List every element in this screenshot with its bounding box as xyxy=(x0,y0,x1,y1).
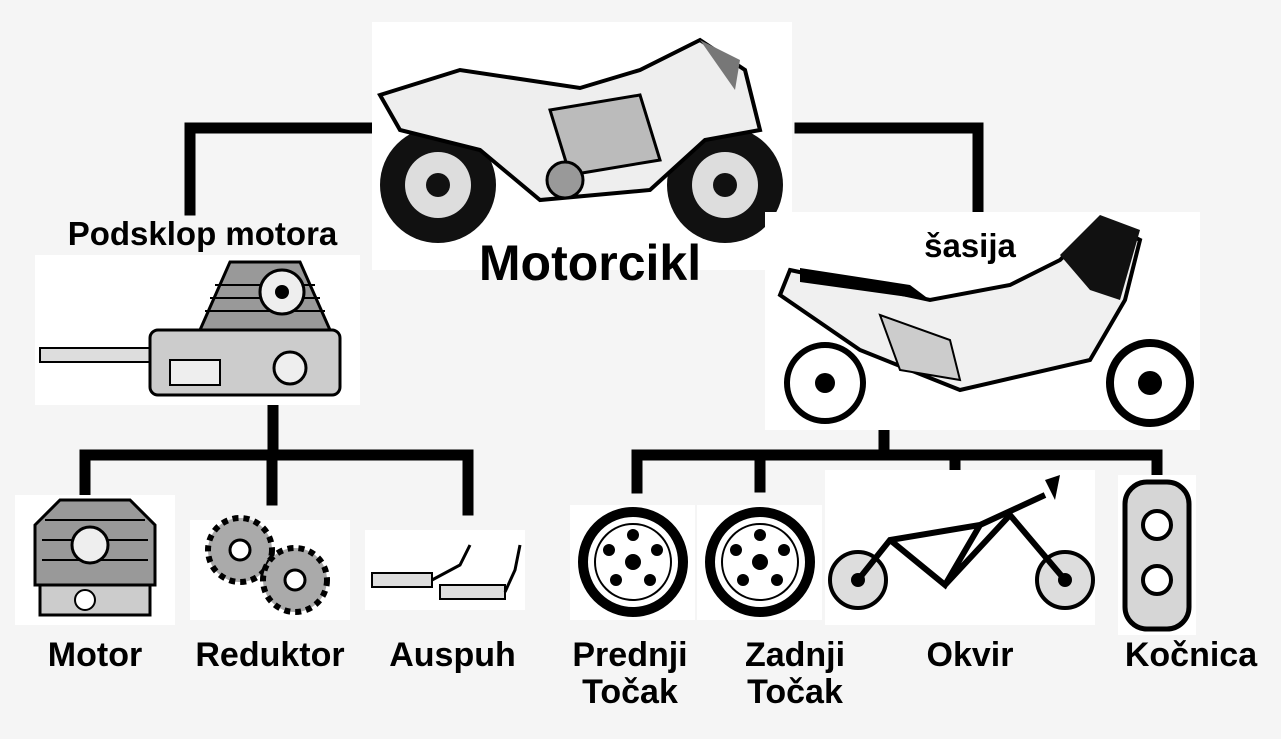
engine-assembly-icon xyxy=(35,255,360,405)
leaf-label-zadnji-tocak: Zadnji Točak xyxy=(744,636,846,711)
leaf-label-okvir: Okvir xyxy=(926,636,1014,674)
exhaust-icon xyxy=(365,530,525,610)
motorcycle-icon xyxy=(372,22,792,270)
leaf-label-kocnica: Kočnica xyxy=(1124,636,1258,674)
connector-lines xyxy=(79,122,1163,516)
leaf-label-auspuh: Auspuh xyxy=(389,636,516,674)
engine-icon xyxy=(15,495,175,625)
connector-root-chassis xyxy=(794,122,984,216)
engine-subassembly-label: Podsklop motora xyxy=(67,215,338,252)
wheel-icon xyxy=(570,505,695,620)
leaf-label-motor: Motor xyxy=(47,636,143,674)
wheel-icon xyxy=(697,505,822,620)
gears-icon xyxy=(190,515,350,620)
root-label: Motorcikl xyxy=(478,235,702,291)
frame-icon xyxy=(825,470,1095,625)
leaf-label-reduktor: Reduktor xyxy=(195,636,345,674)
connector-chassis-bus xyxy=(631,449,1163,494)
chassis-label: šasija xyxy=(924,227,1016,264)
leaf-label-prednji-tocak: Prednji Točak xyxy=(572,636,688,711)
connector-root-engine xyxy=(184,122,376,216)
brake-icon xyxy=(1118,475,1196,635)
chassis-icon xyxy=(765,212,1200,430)
